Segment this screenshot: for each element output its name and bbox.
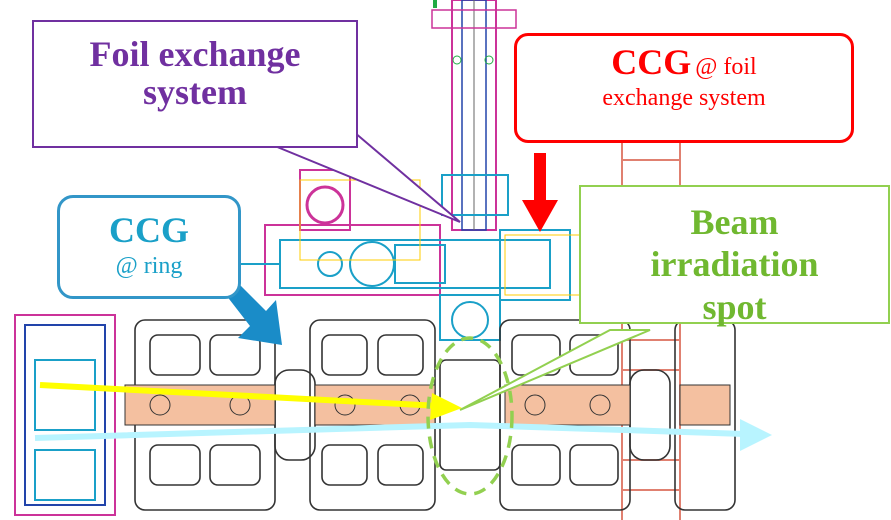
beam-spot-callout: Beam irradiation spot [579, 185, 890, 327]
beam-arrows [34, 382, 772, 451]
beam-callout-line3: spot [702, 286, 767, 327]
foil-drive-tower [431, 0, 517, 231]
ccg-ring-label: CCG [109, 210, 189, 250]
foil-exchange-callout: Foil exchange system [32, 20, 358, 148]
ccg-foil-callout: CCG @ foil exchange system [514, 33, 854, 143]
beam-callout-line1: Beam [690, 202, 779, 242]
beam-callout-line2: irradiation [650, 244, 819, 285]
ring-magnets [134, 319, 736, 511]
blue-arrow [226, 283, 282, 345]
injection-equipment [14, 314, 116, 516]
beam-callout-pointer [459, 329, 651, 411]
foil-callout-line2: system [143, 71, 247, 112]
ccg-ring-at: @ ring [115, 252, 183, 279]
ccg-foil-label: CCG [611, 42, 692, 82]
ccg-ring-callout: CCG @ ring [57, 195, 241, 299]
foil-chamber [240, 229, 571, 341]
ccg-foil-at: @ foil [695, 54, 757, 80]
foil-callout-line1: Foil exchange [89, 34, 301, 74]
ccg-foil-line2: exchange system [602, 84, 766, 111]
irradiation-spot-ellipse [426, 336, 514, 496]
red-arrow [522, 153, 558, 232]
